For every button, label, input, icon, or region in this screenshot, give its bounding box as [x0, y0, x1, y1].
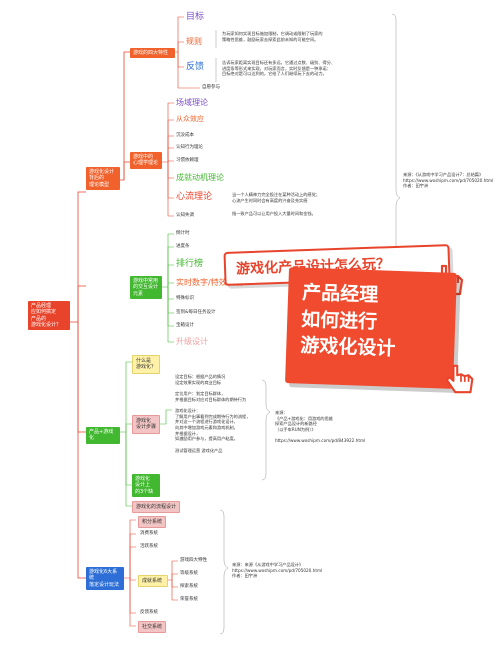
- system-achievement[interactable]: 成就系统: [138, 575, 168, 588]
- pointer-hand-icon-big: [445, 364, 474, 394]
- sub-game-four-traits[interactable]: 游戏的四大特性: [130, 48, 175, 59]
- element-upgrade[interactable]: 升级设计: [176, 337, 208, 346]
- element-checkin[interactable]: 签到&每日任务设计: [176, 310, 216, 315]
- system-social[interactable]: 社交系统: [138, 621, 166, 634]
- flow-design[interactable]: 游戏化的流程设计: [132, 501, 180, 514]
- sub-honor-system[interactable]: 荣誉系统: [180, 597, 198, 602]
- design-steps[interactable]: 游戏化 设计步骤: [132, 415, 160, 434]
- item-voluntary[interactable]: 自愿参与: [202, 85, 220, 90]
- design-pitfalls[interactable]: 游戏化 设计上 的3个缺: [132, 474, 160, 497]
- element-leaderboard[interactable]: 排行榜: [176, 259, 204, 269]
- design-steps-detail: 设定目标：根据产品的情况 设定效果实现的商业目标 定位用户：划定目标群体， 并根…: [175, 374, 251, 453]
- branch-six-systems[interactable]: 游戏化6大系统 落定设计玩法: [86, 567, 124, 590]
- element-countdown[interactable]: 倒计时: [176, 231, 190, 236]
- system-feedback[interactable]: 反馈系统: [140, 610, 158, 615]
- theory-habit[interactable]: 习惯依赖理: [176, 158, 199, 163]
- theory-herd[interactable]: 从众效应: [176, 115, 204, 123]
- note-feedback: 告诉玩家距离实现目标还有多远，它通过点数、级别、得分、 进度条等形式来实现，对玩…: [222, 60, 336, 77]
- theory-cognitive-behavior[interactable]: 认知行为理论: [176, 145, 203, 150]
- title-card-big-text: 产品经理 如何进行 游戏化设计: [299, 281, 396, 361]
- system-points[interactable]: 积分系统: [138, 516, 166, 529]
- branch-interaction-elements[interactable]: 游戏中常用 的交互设计 元素: [130, 276, 162, 299]
- theory-flow[interactable]: 心流理论: [176, 192, 213, 202]
- theory-achievement[interactable]: 成就动机理论: [176, 173, 224, 182]
- element-realtime-feedback[interactable]: 实时数字/特效反馈: [176, 278, 243, 287]
- theory-dissonance[interactable]: 认知失调: [176, 213, 194, 218]
- item-feedback[interactable]: 反馈: [186, 62, 205, 72]
- sub-explore-system[interactable]: 探索系统: [180, 584, 198, 589]
- root-node[interactable]: 产品经理 应如何搞定 产品的 游戏化设计？: [28, 301, 70, 330]
- sub-four-traits[interactable]: 游戏四大特性: [180, 558, 207, 563]
- what-is-gamification[interactable]: 什么是 游戏化？: [132, 355, 160, 374]
- note-flow: 当一个人精神力完全投注在某种活动上的感觉； 心流产生时同时会有高度的兴奋及充实感: [232, 192, 320, 203]
- note-rules: 为玩家如何实现目标施加限制，它调动或限制了玩家的 策略性思维，鼓励玩家去探索此前…: [222, 31, 323, 42]
- sub-psychology-theories[interactable]: 游戏中的 心理学理论: [130, 152, 162, 169]
- sub-level-system[interactable]: 等级系统: [180, 571, 198, 576]
- item-rules[interactable]: 规则: [186, 37, 202, 46]
- note-dissonance: 指一致产品可以让用户投入大量时间和金钱。: [232, 211, 316, 216]
- system-consume[interactable]: 消费系统: [140, 531, 158, 536]
- element-chest[interactable]: 宝箱设计: [176, 323, 194, 328]
- note-six-systems: 来源：来源《从游戏中学习产品设计》 https://www.woshipm.co…: [232, 562, 323, 579]
- system-active[interactable]: 活跃系统: [140, 544, 158, 549]
- theory-field[interactable]: 场域理论: [176, 98, 208, 107]
- source-note-top: 来源：《从游戏中学习产品设计7：总结篇》 https://www.woshipm…: [403, 172, 494, 189]
- item-goal[interactable]: 目标: [186, 12, 205, 22]
- note-product-gamification: 来源： 《产品+游戏化：用游戏的思维 探索产品设计的新路径 （以手车RUN为例）…: [275, 410, 366, 444]
- element-special-mark[interactable]: 特殊标识: [176, 296, 194, 301]
- branch-theory-models[interactable]: 游戏化设计 背后的 理论模型: [86, 167, 120, 190]
- branch-product-gamification[interactable]: 产品+游戏化: [86, 427, 120, 444]
- title-card-big: 产品经理 如何进行 游戏化设计: [285, 267, 457, 389]
- theory-sunk-cost[interactable]: 沉没成本: [176, 133, 194, 138]
- element-progress-bar[interactable]: 进度条: [176, 244, 190, 249]
